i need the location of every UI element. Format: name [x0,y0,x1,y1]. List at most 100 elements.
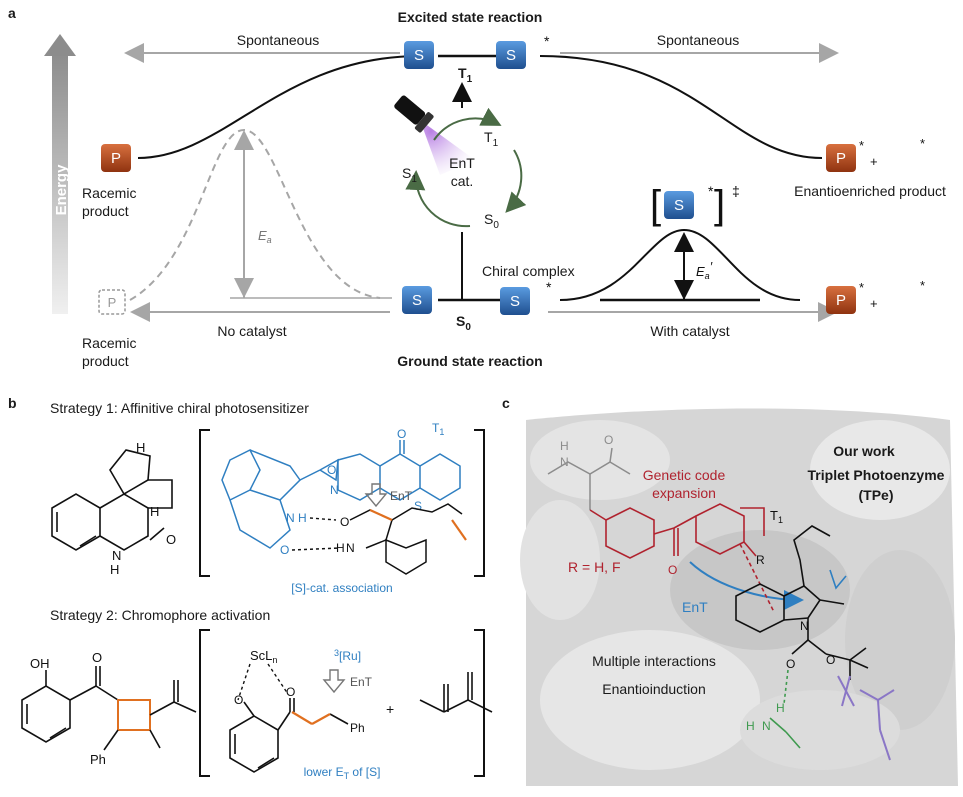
catalyst-atom-n: N [330,483,339,497]
strategy1-bracket-left [199,429,210,577]
strategy1-bracket-right [474,429,485,577]
racemic-top-line1: Racemic [82,185,136,201]
plus-sign: + [386,701,394,717]
enantioenriched-product-bottom: P * + * [826,278,925,317]
substrate-atom-o: O [340,515,349,529]
catalyst-atom-h: H [298,511,307,525]
benzophenone-unnatural-amino-acid [589,503,765,559]
steric-residue [837,675,895,761]
indole-substrate-structure [735,525,869,680]
hbond-residue [769,717,801,749]
strategy2-sub-atom-o2: O [286,685,295,699]
spontaneous-left-label: Spontaneous [237,32,320,48]
strategy2-substrate-structure [229,698,349,773]
ea-label: Ea [258,228,272,245]
svg-text:*: * [920,278,925,293]
protein-surface [520,408,958,786]
catalyst-atom-o1: O [327,463,336,477]
svg-text:*: * [708,183,714,199]
strategy1-product-structure [51,449,173,551]
diene-structure [419,672,493,713]
enantioenriched-label: Enantioenriched product [794,183,946,199]
strategy1-atom-n: N [112,548,121,563]
strategy1-atom-h1: H [136,440,145,455]
strategy1-atom-nh: H [110,562,119,577]
svg-text:*: * [544,33,550,49]
strategy2-bracket-right [474,629,485,777]
panel-a-letter: a [8,5,16,21]
cycle-s1-label: S1 [402,165,417,185]
backbone-structure [547,447,631,510]
substrate-atom-h: H [336,541,345,555]
lower-et-label: lower ET of [S] [304,765,381,781]
s-cat-association-label: [S]-cat. association [291,581,392,595]
genetic-code-line1: Genetic code [643,467,726,483]
catalyst-atom-s: S [414,499,422,513]
racemic-bottom-line1: Racemic [82,335,136,351]
strategy2-product-structure [21,666,119,743]
excited-curve-left [137,55,421,159]
svg-text:‡: ‡ [732,183,740,199]
ru-label: 3[Ru] [334,648,361,663]
tpe-label-line2: (TPe) [859,487,894,503]
energy-axis-label: Energy [53,164,70,216]
backbone-atom-o: O [604,433,613,447]
enantioinduction-label: Enantioinduction [602,681,706,697]
strategy2-atom-o: O [92,650,102,665]
strategy2-bracket-left [199,629,210,777]
catalyst-t1: T1 [432,421,444,437]
residue-atom-n: N [762,719,771,733]
catalyst-atom-o3: O [280,543,289,557]
ea-prime-label: Ea′ [696,259,713,281]
svg-text:P: P [836,150,846,167]
t1-level-label: T1 [458,65,473,85]
panel-b-letter: b [8,395,17,411]
with-catalyst-label: With catalyst [650,323,729,339]
strategy2-atom-ph: Ph [90,752,106,767]
cycle-center-cat: cat. [451,173,474,189]
spontaneous-right-label: Spontaneous [657,32,740,48]
excited-curve-right [539,55,823,159]
cycle-s0-label: S0 [484,211,499,231]
svg-text:*: * [859,280,864,295]
ground-state-title: Ground state reaction [397,353,542,369]
transition-state-complex: [ S * ] ‡ [650,183,740,227]
strategy2-sub-atom-o1: O [234,693,243,707]
ent-catalytic-cycle: T1 S1 S0 EnT cat. [402,107,527,231]
svg-text:[: [ [650,183,661,227]
backbone-atom-h: H [560,439,569,453]
racemic-product-top: P [101,144,131,172]
ent-arrow-1: EnT [364,483,413,508]
strategy2-sub-atom-ph: Ph [350,721,365,735]
chiral-complex-ground: S * [500,279,552,322]
backbone-atom-n: N [560,455,569,469]
indole-atom-o2: O [826,653,835,667]
svg-text:S: S [674,197,684,214]
indole-atom-o1: O [786,657,795,671]
svg-text:*: * [546,279,552,295]
svg-text:+: + [870,154,878,169]
indole-atom-n: N [800,619,809,633]
racemic-bottom-line2: product [82,353,129,369]
enantioenriched-product-top: P * + * [826,136,925,175]
chiral-photosensitizer-structure [221,440,461,549]
ent-arrow-2: EnT [322,669,373,694]
residue-atom-h1: H [776,701,785,715]
s0-level-label: S0 [456,313,471,333]
bp-atom-r: R [756,553,765,567]
chiral-complex-excited: S * [496,33,550,76]
no-catalyst-label: No catalyst [217,323,286,339]
panel-c-letter: c [502,395,510,411]
svg-text:EnT: EnT [350,675,373,689]
residue-atom-h2: H [746,719,755,733]
r-group-label: R = H, F [568,559,621,575]
svg-text:*: * [859,138,864,153]
cycle-t1-label: T1 [484,129,499,149]
svg-text:S: S [414,47,424,64]
bp-atom-o: O [668,563,677,577]
cyclobutane-ring [117,699,151,731]
genetic-code-line2: expansion [652,485,716,501]
substrate-structure-1 [349,503,463,575]
racemic-top-line2: product [82,203,129,219]
